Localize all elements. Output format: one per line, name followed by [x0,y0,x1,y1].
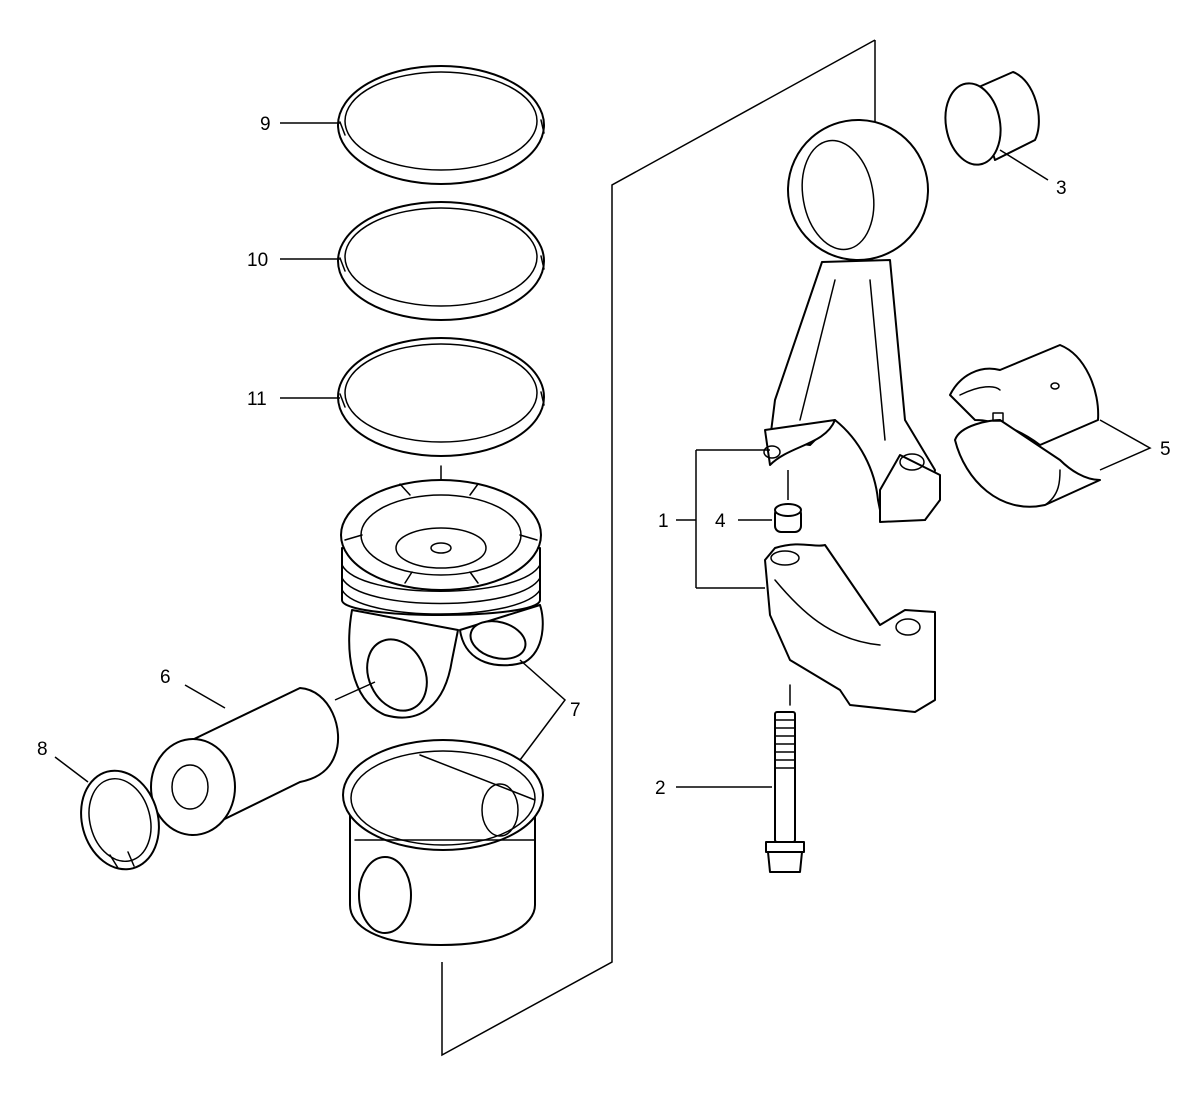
bearing-shell-lower[interactable] [954,412,1101,508]
callout-3: 3 [1056,178,1067,199]
callout-10: 10 [247,250,268,271]
assembly-frame [441,39,876,1057]
small-end-bushing[interactable] [939,71,1040,169]
leader-8 [54,756,89,783]
leader-5 [1099,419,1152,471]
leader-6 [184,684,226,709]
connecting-rod-cap[interactable] [764,543,936,713]
piston-pin[interactable] [150,687,340,836]
callout-8: 8 [37,739,48,760]
connecting-rod[interactable] [763,100,948,523]
piston-skirt[interactable] [342,739,544,946]
dowel-pin[interactable] [774,503,802,533]
callout-1: 1 [658,511,669,532]
callout-11: 11 [247,389,267,410]
leader-1 [676,449,770,589]
leader-3 [999,149,1049,181]
leader-pin-to-piston [334,681,376,701]
piston-ring-11[interactable] [337,337,545,457]
callout-7: 7 [570,700,581,721]
leader-7 [519,659,567,761]
connecting-rod-bolt[interactable] [765,711,805,873]
piston-ring-10[interactable] [337,201,545,321]
snap-ring[interactable] [70,762,169,878]
piston-ring-9[interactable] [337,65,545,185]
callout-9: 9 [260,114,271,135]
callout-6: 6 [160,667,171,688]
callout-5: 5 [1160,439,1171,460]
callout-4: 4 [715,511,726,532]
piston[interactable] [340,479,544,720]
callout-2: 2 [655,778,666,799]
